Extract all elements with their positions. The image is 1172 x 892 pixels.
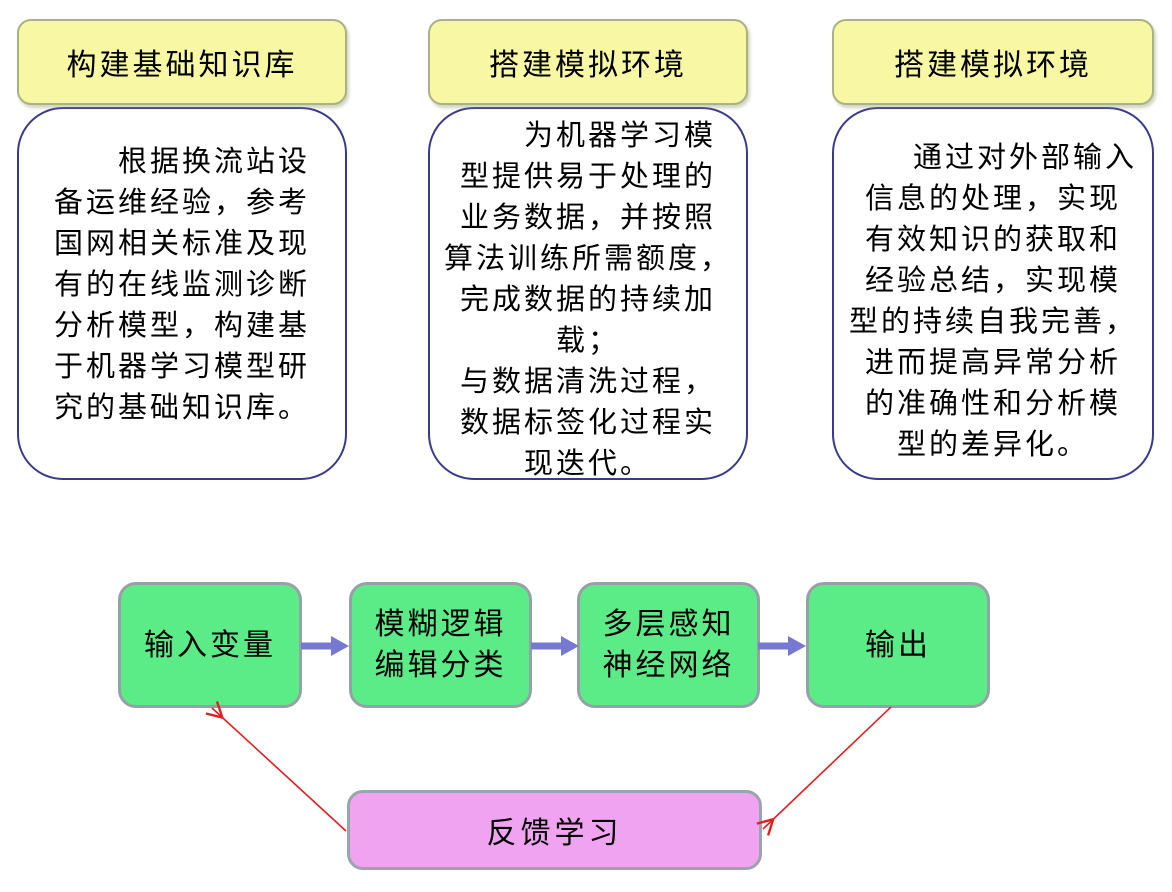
feedback-node: 反馈学习	[347, 790, 762, 870]
output-arrow-to-feedback-icon	[756, 706, 892, 836]
column-1-detail-text: 根据换流站设 备运维经验，参考 国网相关标准及现 有的在线监测诊断 分析模型，构…	[53, 144, 310, 424]
column-3-header: 搭建模拟环境	[832, 19, 1154, 105]
flow-node-output: 输出	[806, 582, 990, 708]
feedback-arrow-to-input-icon	[205, 701, 347, 832]
flow-node-mlp-network: 多层感知 神经网络	[577, 582, 760, 708]
flow-arrow-right-icon	[758, 636, 806, 656]
column-2-header: 搭建模拟环境	[428, 19, 748, 105]
flow-arrow-right-icon	[531, 636, 579, 656]
column-3-detail-text: 通过对外部输入 信息的处理，实现 有效知识的获取和 经验总结，实现模 型的持续自…	[848, 140, 1137, 461]
flow-node-input: 输入变量	[118, 582, 302, 708]
column-1-header: 构建基础知识库	[17, 19, 347, 105]
column-2-detail-text: 为机器学习模 型提供易于处理的 业务数据，并按照 算法训练所需额度， 完成数据的…	[443, 118, 732, 480]
column-1-detail-box: 根据换流站设 备运维经验，参考 国网相关标准及现 有的在线监测诊断 分析模型，构…	[17, 107, 347, 480]
flow-arrow-right-icon	[301, 636, 349, 656]
flow-node-fuzzy-logic: 模糊逻辑 编辑分类	[349, 582, 532, 708]
column-2-detail-box: 为机器学习模 型提供易于处理的 业务数据，并按照 算法训练所需额度， 完成数据的…	[428, 107, 748, 480]
column-3-detail-box: 通过对外部输入 信息的处理，实现 有效知识的获取和 经验总结，实现模 型的持续自…	[832, 107, 1154, 480]
